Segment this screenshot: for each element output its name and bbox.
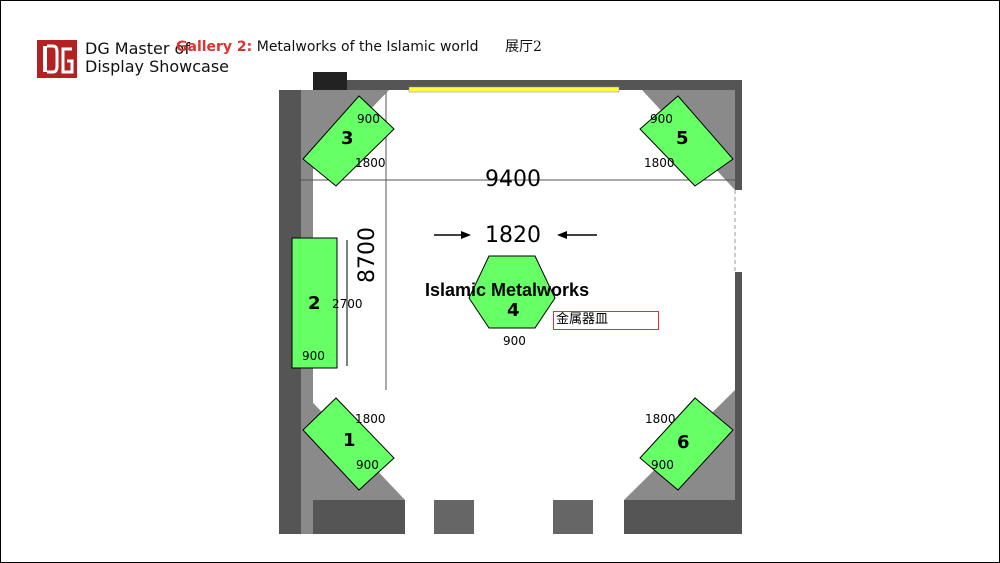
showcase-5-number: 5	[676, 128, 689, 149]
width-label: 9400	[485, 167, 541, 192]
showcase-3-dim-b: 900	[357, 112, 380, 126]
showcase-3	[302, 95, 395, 187]
showcase-4-dim-b: 900	[503, 334, 526, 348]
wall-right	[735, 272, 742, 502]
door-pillar-1	[434, 500, 474, 534]
logo-text: DG Master of Display Showcase	[85, 40, 229, 76]
showcase-6-dim-a: 1800	[645, 412, 676, 426]
showcase-4	[468, 255, 556, 329]
wall-left	[279, 90, 301, 534]
showcase-2	[291, 237, 338, 369]
showcase-5	[639, 95, 734, 187]
showcase-1-number: 1	[343, 430, 356, 451]
showcase-1	[302, 397, 395, 491]
showcase-2-dim-b: 900	[302, 349, 325, 363]
showcase-3-dim-a: 1800	[355, 156, 386, 170]
showcase-6-dim-b: 900	[651, 458, 674, 472]
logo-line-2: Display Showcase	[85, 57, 230, 76]
arrow-right-icon	[461, 231, 471, 239]
showcase-1-dim-b: 900	[356, 458, 379, 472]
gallery-cn: 展厅2	[504, 39, 542, 55]
dg-logo-icon	[37, 40, 77, 78]
light-strip	[408, 86, 620, 93]
gallery-name: Metalworks of the Islamic world	[256, 39, 479, 55]
showcase-5-dim-b: 900	[650, 112, 673, 126]
height-label: 8700	[355, 227, 380, 283]
logo-line-1: DG Master of	[85, 39, 190, 58]
showcase-3-number: 3	[341, 128, 354, 149]
showcase-6	[639, 397, 734, 491]
wall-bottom-left	[313, 500, 405, 534]
cn-label-box: 金属器皿	[553, 311, 659, 330]
wall-bottom-right	[624, 500, 742, 534]
showcase-2-number: 2	[308, 293, 321, 314]
center-title: Islamic Metalworks	[425, 280, 590, 300]
showcase-2-dim-a: 2700	[332, 297, 363, 311]
arrow-left-icon	[557, 231, 567, 239]
floor-plan	[279, 72, 742, 534]
showcase-4-number: 4	[507, 300, 520, 321]
wall-right-top	[735, 90, 742, 190]
showcase-6-number: 6	[677, 432, 690, 453]
showcase-5-dim-a: 1800	[644, 156, 675, 170]
wall-top	[347, 80, 742, 90]
door-pillar-2	[553, 500, 593, 534]
page-title: Gallery 2: Metalworks of the Islamic wor…	[176, 36, 542, 56]
gallery-label: Gallery 2:	[176, 39, 253, 55]
center-dimension-label: 1820	[485, 223, 541, 248]
showcase-1-dim-a: 1800	[355, 412, 386, 426]
